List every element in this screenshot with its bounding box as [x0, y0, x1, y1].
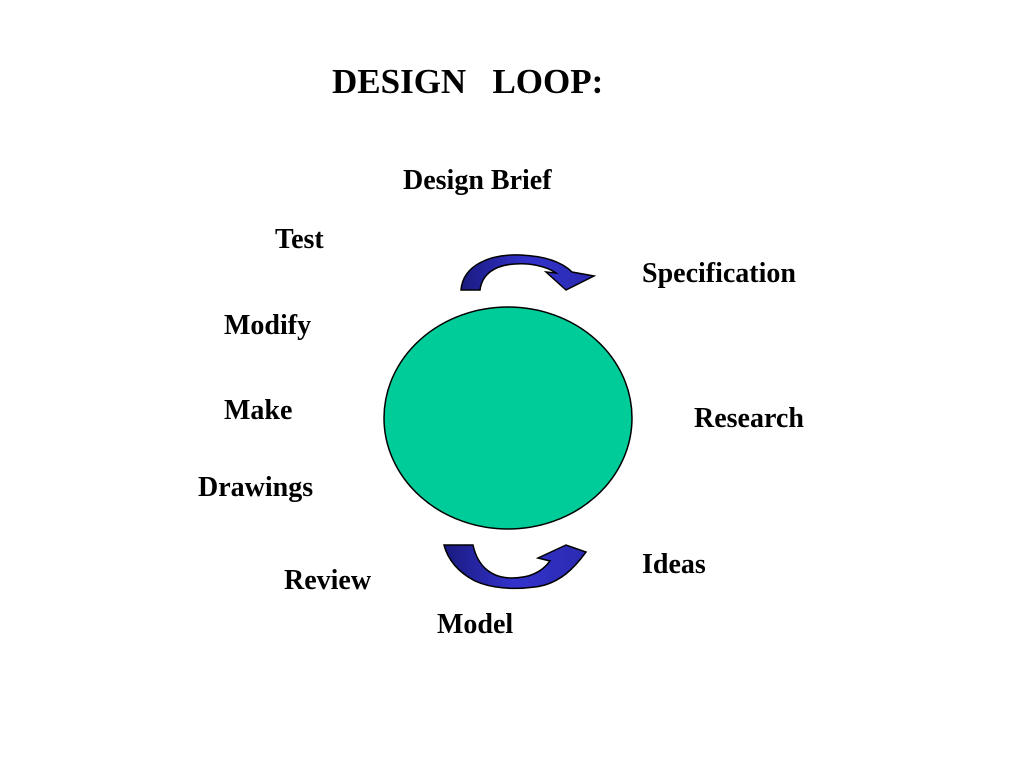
stage-design-brief: Design Brief	[403, 165, 552, 196]
stage-test: Test	[275, 224, 324, 255]
stage-review: Review	[284, 565, 372, 596]
stage-ideas: Ideas	[642, 549, 706, 580]
stage-modify: Modify	[224, 310, 312, 341]
stage-research: Research	[694, 403, 804, 434]
stage-model: Model	[437, 609, 514, 640]
stage-make: Make	[224, 395, 293, 426]
bottom-curved-arrow-icon	[443, 544, 588, 590]
diagram-title: DESIGN LOOP:	[332, 62, 604, 101]
stage-specification: Specification	[642, 258, 796, 289]
stage-drawings: Drawings	[198, 472, 314, 503]
top-curved-arrow-icon	[460, 254, 597, 291]
loop-circle	[383, 306, 633, 530]
